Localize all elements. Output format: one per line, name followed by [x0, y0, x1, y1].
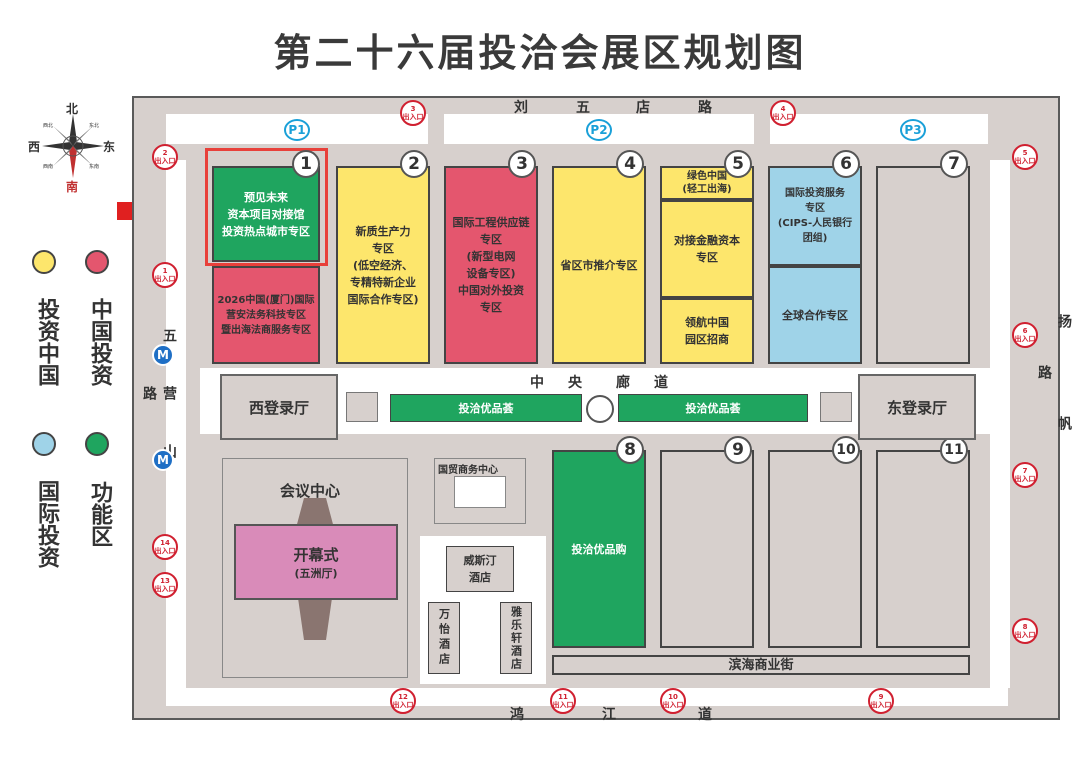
street-hongjiang-2: 江	[602, 707, 616, 723]
corridor-label-3: 廊	[616, 375, 630, 391]
street-hongjiang-3: 道	[698, 707, 712, 723]
wanyi-hotel[interactable]: 万怡酒店	[428, 602, 460, 674]
legend-dot-blue	[32, 432, 56, 456]
page-title: 第二十六届投洽会展区规划图	[273, 31, 807, 75]
street-liuwudian-4: 路	[698, 100, 712, 116]
legend-dot-red	[85, 250, 109, 274]
west-lobby[interactable]: 西登录厅	[220, 374, 338, 440]
opening-hall-sub: (五洲厅)	[294, 566, 338, 580]
conference-center-label: 会议中心	[280, 482, 341, 500]
hall-8[interactable]: 投洽优品购	[552, 450, 646, 648]
hall-6-bottom[interactable]: 全球合作专区	[768, 266, 862, 364]
hall-number-7: 7	[940, 150, 968, 178]
legend-label-invest-china: 投资中国	[34, 298, 59, 386]
conference-walkway	[296, 498, 334, 640]
compass-east: 东	[103, 140, 116, 154]
east-road	[990, 160, 1010, 688]
compass-ne: 东北	[89, 123, 100, 129]
corridor-shop-right[interactable]: 投洽优品荟	[618, 394, 808, 422]
hall-6-top[interactable]: 国际投资服务 专区 (CIPS-人民银行 团组)	[768, 166, 862, 266]
legend-dot-yellow	[32, 250, 56, 274]
compass-sw: 西南	[43, 164, 54, 170]
street-liuwudian-2: 五	[576, 100, 590, 116]
compass-north: 北	[66, 102, 79, 116]
binhai-street[interactable]: 滨海商业街	[552, 655, 970, 675]
metro-icon: M	[152, 344, 174, 366]
compass-se: 东南	[89, 164, 100, 170]
corridor-circle	[586, 395, 614, 423]
hall-11[interactable]	[876, 450, 970, 648]
parking-p1[interactable]: P1	[284, 119, 310, 141]
north-road-right	[770, 114, 988, 144]
hall-1-highlight	[205, 148, 328, 266]
corridor-block-right	[820, 392, 852, 422]
opening-hall[interactable]: 开幕式 (五洲厅)	[234, 524, 398, 600]
hall-5-mid[interactable]: 对接金融资本 专区	[660, 200, 754, 298]
corridor-label-1: 中	[530, 375, 544, 391]
street-hongjiang-1: 鸿	[510, 707, 524, 723]
hall-10[interactable]	[768, 450, 862, 648]
hall-number-3: 3	[508, 150, 536, 178]
street-liuwudian-1: 刘	[514, 100, 528, 116]
business-center-court	[454, 476, 506, 508]
compass-west: 西	[28, 140, 41, 154]
hall-7[interactable]	[876, 166, 970, 364]
opening-hall-label: 开幕式	[293, 545, 339, 564]
hall-number-8: 8	[616, 436, 644, 464]
parking-p3[interactable]: P3	[900, 119, 926, 141]
hall-9[interactable]	[660, 450, 754, 648]
legend-label-intl-invest: 国际投资	[34, 480, 59, 568]
hall-2[interactable]: 新质生产力 专区 (低空经济、 专精特新企业 国际合作专区)	[336, 166, 430, 364]
hall-number-4: 4	[616, 150, 644, 178]
compass-south: 南	[66, 180, 79, 194]
hall-number-1: 1	[292, 150, 320, 178]
hall-3[interactable]: 国际工程供应链 专区 (新型电网 设备专区) 中国对外投资 专区	[444, 166, 538, 364]
corridor-block-left	[346, 392, 378, 422]
hall-number-5: 5	[724, 150, 752, 178]
south-road	[166, 688, 1008, 706]
hall-1-top[interactable]: 预见未来 资本项目对接馆 投资热点城市专区	[212, 166, 320, 262]
legend-label-function: 功能区	[87, 481, 112, 547]
compass-nw: 西北	[43, 123, 54, 129]
hall-number-6: 6	[832, 150, 860, 178]
corridor-label-2: 央	[568, 375, 582, 391]
hall-number-2: 2	[400, 150, 428, 178]
hall-1-bottom[interactable]: 2026中国(厦门)国际 营安法务科技专区 暨出海法商服务专区	[212, 266, 320, 364]
corridor-shop-left[interactable]: 投洽优品荟	[390, 394, 582, 422]
compass-rose-icon	[42, 114, 104, 178]
yalexuan-hotel[interactable]: 雅乐轩酒店	[500, 602, 532, 674]
hall-number-10: 10	[832, 436, 860, 464]
hall-number-9: 9	[724, 436, 752, 464]
east-lobby[interactable]: 东登录厅	[858, 374, 976, 440]
corridor-label-4: 道	[654, 375, 668, 391]
business-center-label: 国贸商务中心	[438, 465, 498, 476]
hall-5-bottom[interactable]: 领航中国 园区招商	[660, 298, 754, 364]
street-yangfan: 扬帆路	[1036, 314, 1072, 518]
street-liuwudian-3: 店	[636, 100, 650, 116]
hall-4[interactable]: 省区市推介专区	[552, 166, 646, 364]
compass: 北 南 西 东 西北 东北 西南 东南	[28, 100, 118, 194]
westin-hotel[interactable]: 威斯汀 酒店	[446, 546, 514, 592]
parking-p2[interactable]: P2	[586, 119, 612, 141]
hall-number-11: 11	[940, 436, 968, 464]
legend-dot-green	[85, 432, 109, 456]
metro-icon: M	[152, 449, 174, 471]
legend-label-china-invest: 中国投资	[87, 298, 112, 386]
street-wuyingshan: 五营山路	[141, 328, 177, 502]
